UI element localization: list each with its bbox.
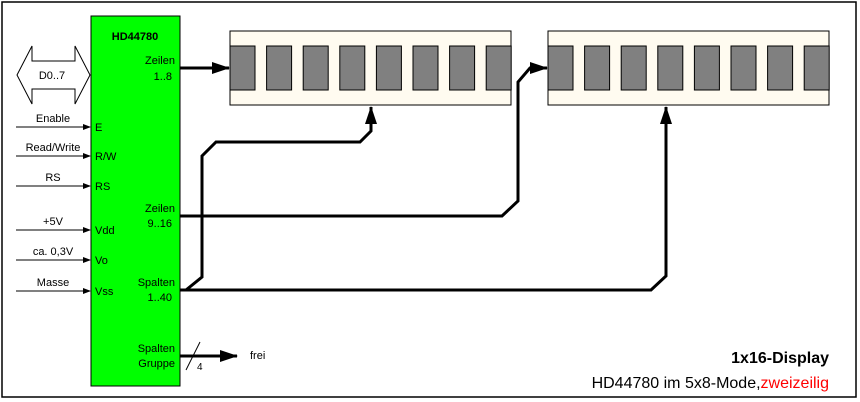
pin-name: Vo	[95, 255, 108, 267]
character-cell	[657, 45, 684, 91]
out-rows-9-16-b: 9..16	[148, 218, 172, 230]
character-cell	[485, 45, 512, 91]
bus-label: D0..7	[39, 70, 65, 82]
pin-signal: RS	[45, 172, 60, 184]
caption-subtitle: HD44780 im 5x8-Mode,zweizeilig	[592, 375, 829, 392]
character-cell	[547, 45, 574, 91]
display-1	[229, 30, 512, 106]
rows-9-16-line	[180, 62, 548, 218]
character-cell	[412, 45, 439, 91]
chip-title: HD44780	[112, 31, 158, 43]
out-rows-9-16-a: Zeilen	[145, 203, 175, 215]
pin-name: RS	[95, 181, 110, 193]
cols-line-display-2	[180, 106, 672, 292]
bus-slash	[185, 341, 201, 371]
character-cell	[803, 45, 830, 91]
pin-name: R/W	[95, 151, 117, 163]
pin-signal: +5V	[43, 216, 64, 228]
character-cell	[339, 45, 366, 91]
caption-subtitle-text: HD44780 im 5x8-Mode,	[592, 375, 761, 392]
caption-title: 1x16-Display	[731, 350, 829, 367]
pin-signal: Masse	[37, 277, 69, 289]
pin-name: Vdd	[95, 225, 115, 237]
character-cell	[693, 45, 720, 91]
character-cell	[584, 45, 611, 91]
chip-outputs: Zeilen 1..8 Zeilen 9..16 Spalten 1..40 S…	[138, 55, 175, 370]
out-rows-1-8-a: Zeilen	[145, 55, 175, 67]
out-rows-1-8-b: 1..8	[154, 71, 172, 83]
character-cell	[229, 45, 256, 91]
cols-line-display-1	[180, 106, 377, 292]
group-target: frei	[250, 350, 265, 362]
connections	[180, 62, 672, 362]
character-cell	[767, 45, 794, 91]
out-group-b: Gruppe	[138, 358, 175, 370]
out-cols-a: Spalten	[138, 277, 175, 289]
character-cell	[449, 45, 476, 91]
hd44780-chip	[90, 15, 181, 387]
displays	[229, 30, 830, 106]
out-cols-b: 1..40	[148, 292, 172, 304]
pin-name: Vss	[95, 286, 114, 298]
character-cell	[620, 45, 647, 91]
character-cell	[375, 45, 402, 91]
group-width: 4	[197, 362, 203, 373]
display-2	[547, 30, 830, 106]
character-cell	[266, 45, 293, 91]
pin-signal: ca. 0,3V	[33, 246, 74, 258]
pin-signal: Read/Write	[26, 142, 81, 154]
caption-highlight: zweizeilig	[761, 375, 829, 392]
data-bus-arrow	[16, 45, 91, 105]
pin-name: E	[95, 122, 102, 134]
pin-signal: Enable	[36, 113, 70, 125]
character-cell	[730, 45, 757, 91]
character-cell	[302, 45, 329, 91]
out-group-a: Spalten	[138, 343, 175, 355]
